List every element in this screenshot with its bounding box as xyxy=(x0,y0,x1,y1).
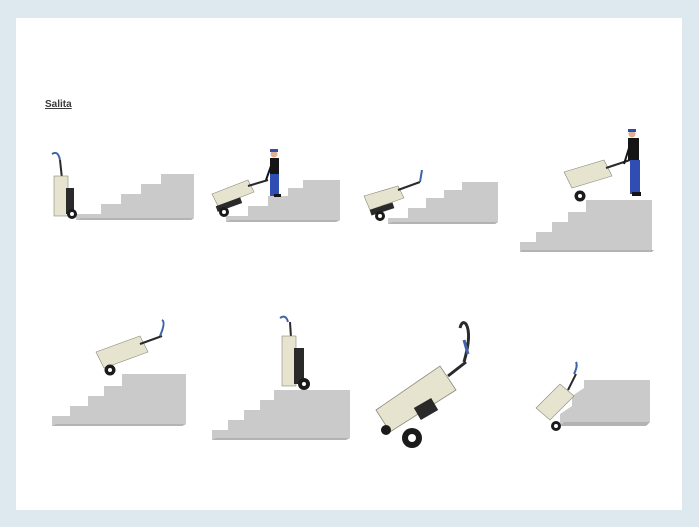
stair-block xyxy=(520,200,654,252)
trolley xyxy=(376,323,469,448)
step-1-trolley-at-stairs xyxy=(46,148,196,228)
step-4-operator-on-top-step xyxy=(514,124,664,264)
trolley xyxy=(96,320,164,376)
document-page: Salita xyxy=(16,18,682,510)
step-7-trolley-close-up xyxy=(368,310,498,450)
step-6-trolley-upright-on-top xyxy=(208,308,358,448)
trolley xyxy=(280,317,310,390)
step-8-trolley-climbing-stairs xyxy=(516,356,666,436)
stair-block xyxy=(212,390,350,440)
stair-block xyxy=(560,380,650,426)
stair-block xyxy=(52,374,186,426)
step-3-trolley-tilted xyxy=(358,156,508,236)
operator xyxy=(624,129,641,196)
trolley xyxy=(52,153,77,219)
operator xyxy=(266,149,281,197)
trolley xyxy=(564,160,630,202)
step-5-trolley-on-stairs xyxy=(48,314,198,434)
stair-block xyxy=(76,174,194,220)
section-heading: Salita xyxy=(45,99,72,110)
window-frame: Salita xyxy=(6,6,693,521)
step-2-operator-tilting-trolley xyxy=(208,136,348,236)
